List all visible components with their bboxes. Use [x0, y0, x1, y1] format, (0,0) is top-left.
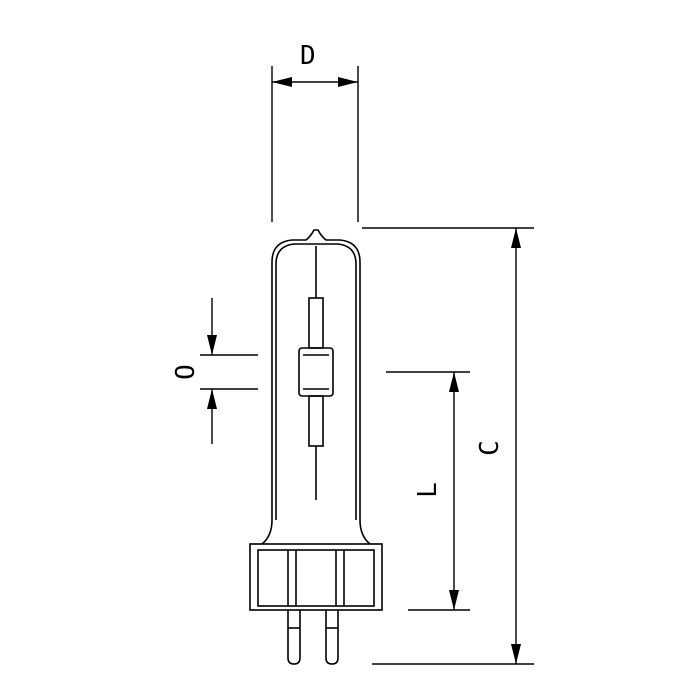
dimension-l	[386, 371, 470, 611]
dimension-c	[362, 227, 534, 665]
bulb-neck	[261, 519, 371, 545]
dimension-o	[200, 298, 258, 444]
outer-bulb	[271, 229, 361, 520]
pin-left	[287, 610, 301, 665]
dimension-d	[271, 66, 359, 222]
label-d: D	[300, 41, 316, 71]
inner-tube	[275, 243, 357, 520]
upper-electrode	[308, 297, 324, 349]
pin-right	[325, 610, 339, 665]
label-l: L	[413, 482, 443, 498]
label-c: C	[475, 440, 505, 456]
lamp-base	[249, 543, 383, 611]
lamp-outline	[249, 229, 383, 665]
label-o: O	[171, 364, 201, 380]
lower-electrode	[308, 395, 324, 447]
